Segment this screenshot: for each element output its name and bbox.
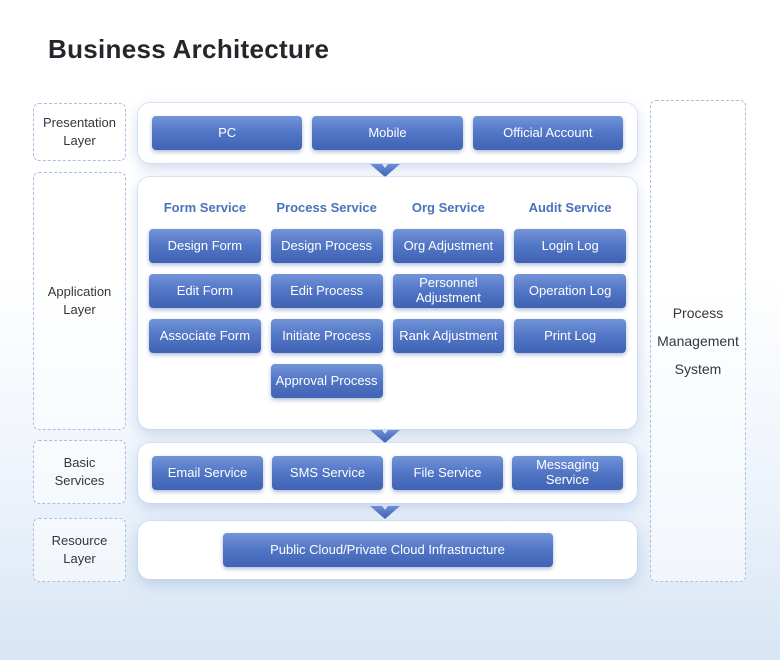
node-official-account: Official Account: [472, 116, 623, 150]
layer-label-resource: Resource Layer: [33, 518, 126, 582]
presentation-layer-panel: PC Mobile Official Account: [138, 103, 637, 163]
basic-services-panel: Email Service SMS Service File Service M…: [138, 443, 637, 503]
layer-label-application: Application Layer: [33, 172, 126, 430]
arrow-down-icon: [370, 430, 400, 443]
node-edit-process: Edit Process: [270, 274, 383, 308]
node-edit-form: Edit Form: [149, 274, 261, 308]
process-management-system-panel: Process Management System: [650, 100, 746, 582]
node-messaging-service: Messaging Service: [512, 456, 623, 490]
node-approval-process: Approval Process: [270, 364, 383, 398]
layer-label-basic-services: Basic Services: [33, 440, 126, 504]
node-email-service: Email Service: [152, 456, 263, 490]
node-pc: PC: [152, 116, 303, 150]
node-personnel-adjustment: Personnel Adjustment: [392, 274, 505, 308]
node-org-adjustment: Org Adjustment: [392, 229, 505, 263]
node-file-service: File Service: [392, 456, 503, 490]
node-design-form: Design Form: [149, 229, 261, 263]
column-header-form-service: Form Service: [163, 199, 247, 215]
layer-label-presentation: Presentation Layer: [33, 103, 126, 161]
audit-service-column: Audit Service Login Log Operation Log Pr…: [514, 195, 626, 429]
node-rank-adjustment: Rank Adjustment: [392, 319, 505, 353]
node-mobile: Mobile: [312, 116, 463, 150]
node-sms-service: SMS Service: [272, 456, 383, 490]
node-operation-log: Operation Log: [514, 274, 626, 308]
node-cloud-infrastructure: Public Cloud/Private Cloud Infrastructur…: [222, 533, 553, 567]
arrow-down-icon: [370, 164, 400, 177]
org-service-column: Org Service Org Adjustment Personnel Adj…: [392, 195, 505, 429]
column-header-audit-service: Audit Service: [528, 199, 612, 215]
column-header-process-service: Process Service: [276, 199, 377, 215]
resource-layer-panel: Public Cloud/Private Cloud Infrastructur…: [138, 521, 637, 579]
process-service-column: Process Service Design Process Edit Proc…: [270, 195, 383, 429]
column-header-org-service: Org Service: [411, 199, 485, 215]
node-print-log: Print Log: [514, 319, 626, 353]
arrow-down-icon: [370, 506, 400, 519]
node-associate-form: Associate Form: [149, 319, 261, 353]
node-design-process: Design Process: [270, 229, 383, 263]
application-layer-panel: Form Service Design Form Edit Form Assoc…: [138, 177, 637, 429]
node-initiate-process: Initiate Process: [270, 319, 383, 353]
form-service-column: Form Service Design Form Edit Form Assoc…: [149, 195, 261, 429]
node-login-log: Login Log: [514, 229, 626, 263]
page-title: Business Architecture: [48, 34, 330, 64]
